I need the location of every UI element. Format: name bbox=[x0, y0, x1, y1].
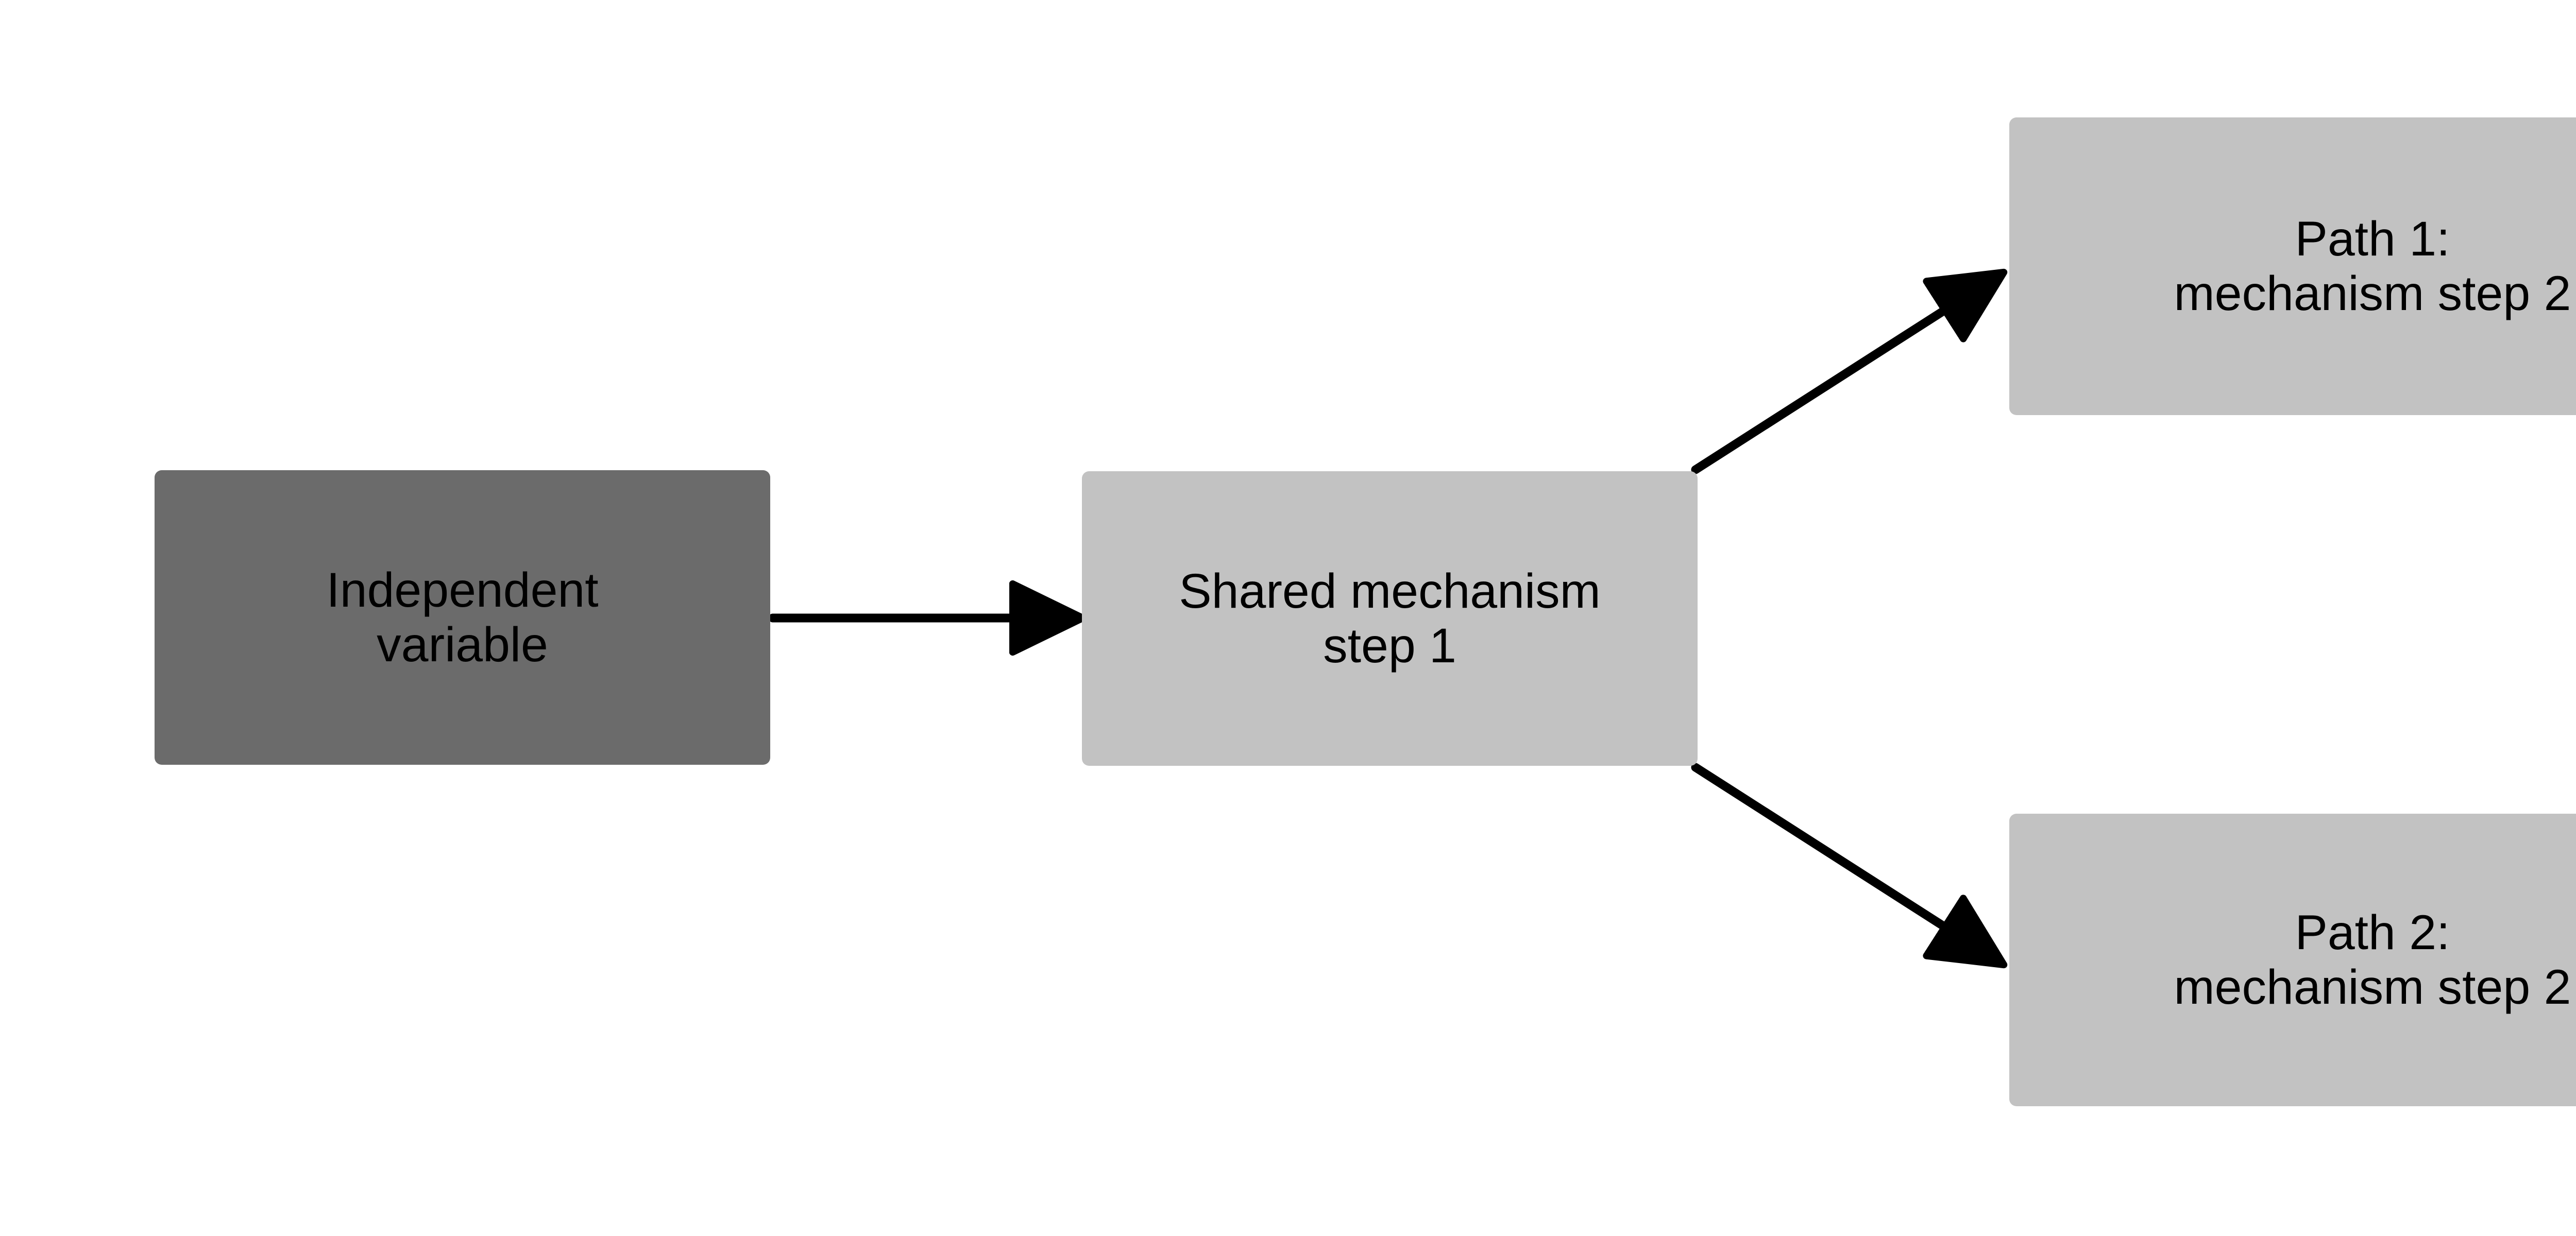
edge-shared-to-path1 bbox=[1691, 268, 2008, 474]
node-independent-variable[interactable]: Independent variable bbox=[155, 470, 770, 765]
node-independent-variable-label: Independent variable bbox=[326, 562, 599, 672]
node-path-1-label: Path 1: mechanism step 2 bbox=[2174, 211, 2571, 321]
node-path-2-label: Path 2: mechanism step 2 bbox=[2174, 905, 2571, 1015]
node-shared-mechanism-label: Shared mechanism step 1 bbox=[1179, 563, 1601, 673]
node-path-1[interactable]: Path 1: mechanism step 2 bbox=[2009, 117, 2576, 415]
node-shared-mechanism[interactable]: Shared mechanism step 1 bbox=[1082, 471, 1698, 766]
node-path-2[interactable]: Path 2: mechanism step 2 bbox=[2009, 814, 2576, 1106]
edge-shared-to-path2 bbox=[1691, 763, 2008, 969]
